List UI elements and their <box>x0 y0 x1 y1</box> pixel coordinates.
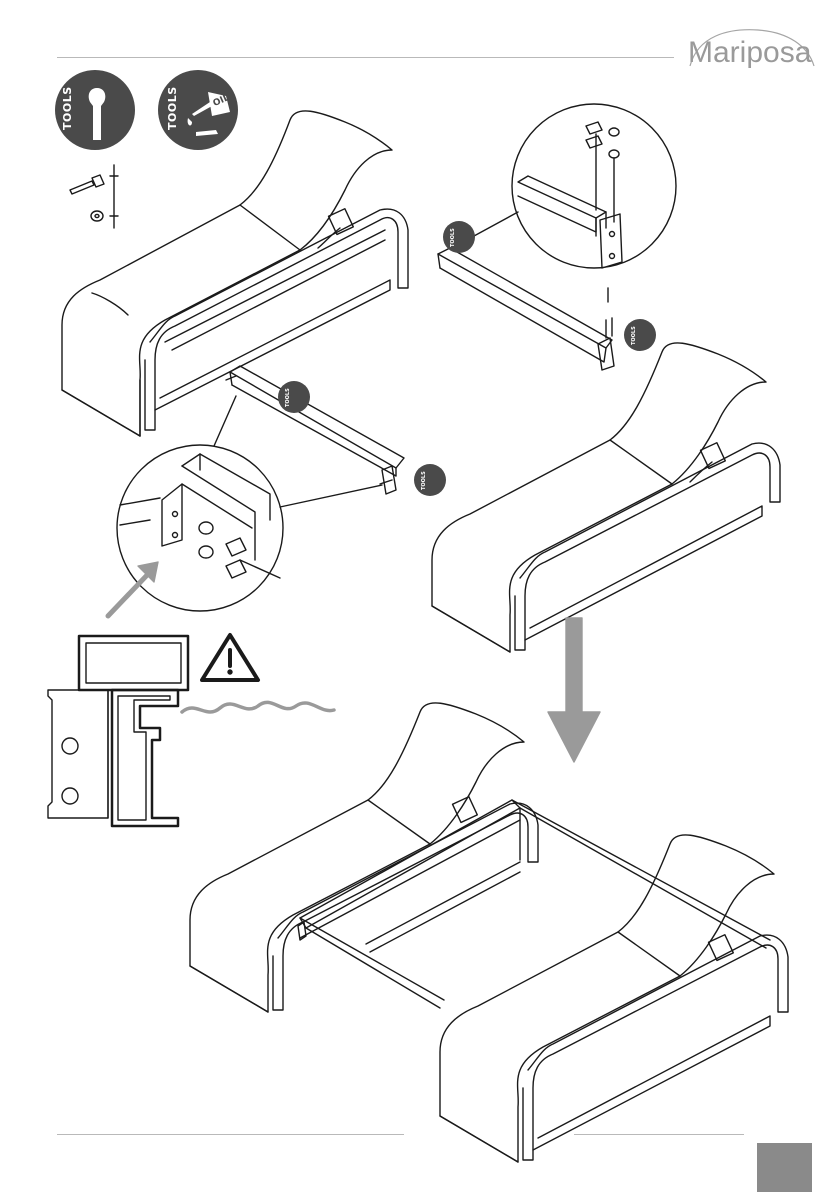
washer-icon <box>91 211 103 221</box>
detail-magnifier-left <box>117 396 382 611</box>
detail-magnifier-right <box>474 104 676 268</box>
tools-step-label: TOOLS <box>285 388 291 407</box>
tools-step-label: TOOLS <box>421 471 427 490</box>
cross-rail-left <box>226 366 404 494</box>
profile-cross-section <box>48 636 188 826</box>
tools-step-badge: TOOLS <box>443 221 475 253</box>
tools-step-badge: TOOLS <box>624 319 656 351</box>
footer-rule-right <box>574 1134 744 1135</box>
tools-step-badge: TOOLS <box>278 381 310 413</box>
tools-step-badge: TOOLS <box>414 464 446 496</box>
cross-rail-right <box>438 248 614 370</box>
tools-step-label: TOOLS <box>450 228 456 247</box>
footer-rule-left <box>57 1134 404 1135</box>
arrow-diagonal-icon <box>108 562 158 616</box>
tools-step-label: TOOLS <box>631 326 637 345</box>
lounger-middle-right <box>432 343 780 652</box>
warning-triangle-icon <box>202 635 258 680</box>
bolt-icon <box>70 165 118 228</box>
water-waves-icon <box>182 702 334 712</box>
final-assembly <box>190 703 788 1162</box>
arrow-down-icon <box>548 618 600 762</box>
page-number-box <box>757 1143 812 1192</box>
